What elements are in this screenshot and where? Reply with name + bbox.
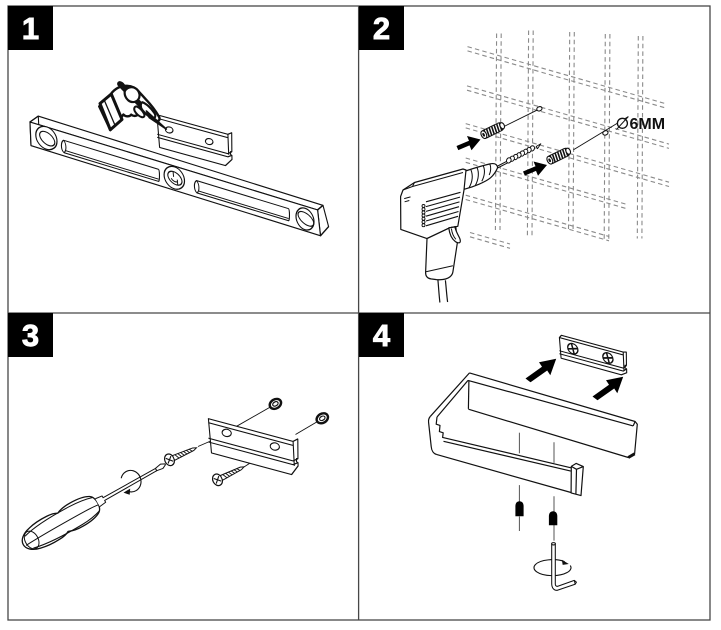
svg-text:6MM: 6MM bbox=[630, 116, 666, 133]
svg-text:2: 2 bbox=[373, 11, 390, 46]
svg-text:1: 1 bbox=[22, 11, 39, 46]
svg-text:3: 3 bbox=[22, 318, 39, 353]
svg-text:4: 4 bbox=[373, 318, 391, 353]
